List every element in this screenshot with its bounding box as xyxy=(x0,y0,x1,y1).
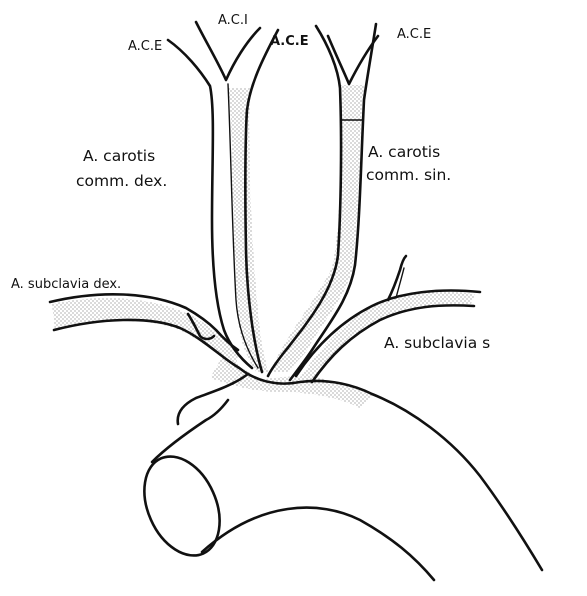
label-ace-far-right: A.C.E xyxy=(397,27,431,42)
label-carotis-dex-line1: A. carotis xyxy=(83,147,155,165)
vessel-shading xyxy=(52,85,475,408)
aortic-arch-inner xyxy=(202,508,434,580)
label-subclavia-sin: A. subclavia s xyxy=(384,334,490,352)
label-carotis-dex-line2: comm. dex. xyxy=(76,172,167,190)
ascending-aorta-upper xyxy=(152,400,228,462)
carotis-dex-fork xyxy=(196,22,260,80)
label-ace-right: A.C.E xyxy=(128,39,162,54)
ascending-aorta-cut xyxy=(130,445,234,568)
label-carotis-sin-line1: A. carotis xyxy=(368,143,440,161)
label-ace-left-int: A.C.E xyxy=(270,34,309,49)
label-carotis-sin-line2: comm. sin. xyxy=(366,166,451,184)
subclavia-dex-shading xyxy=(52,298,238,368)
label-aci: A.C.I xyxy=(218,13,248,28)
label-subclavia-dex: A. subclavia dex. xyxy=(11,277,121,292)
aortic-arch-top xyxy=(248,374,542,570)
